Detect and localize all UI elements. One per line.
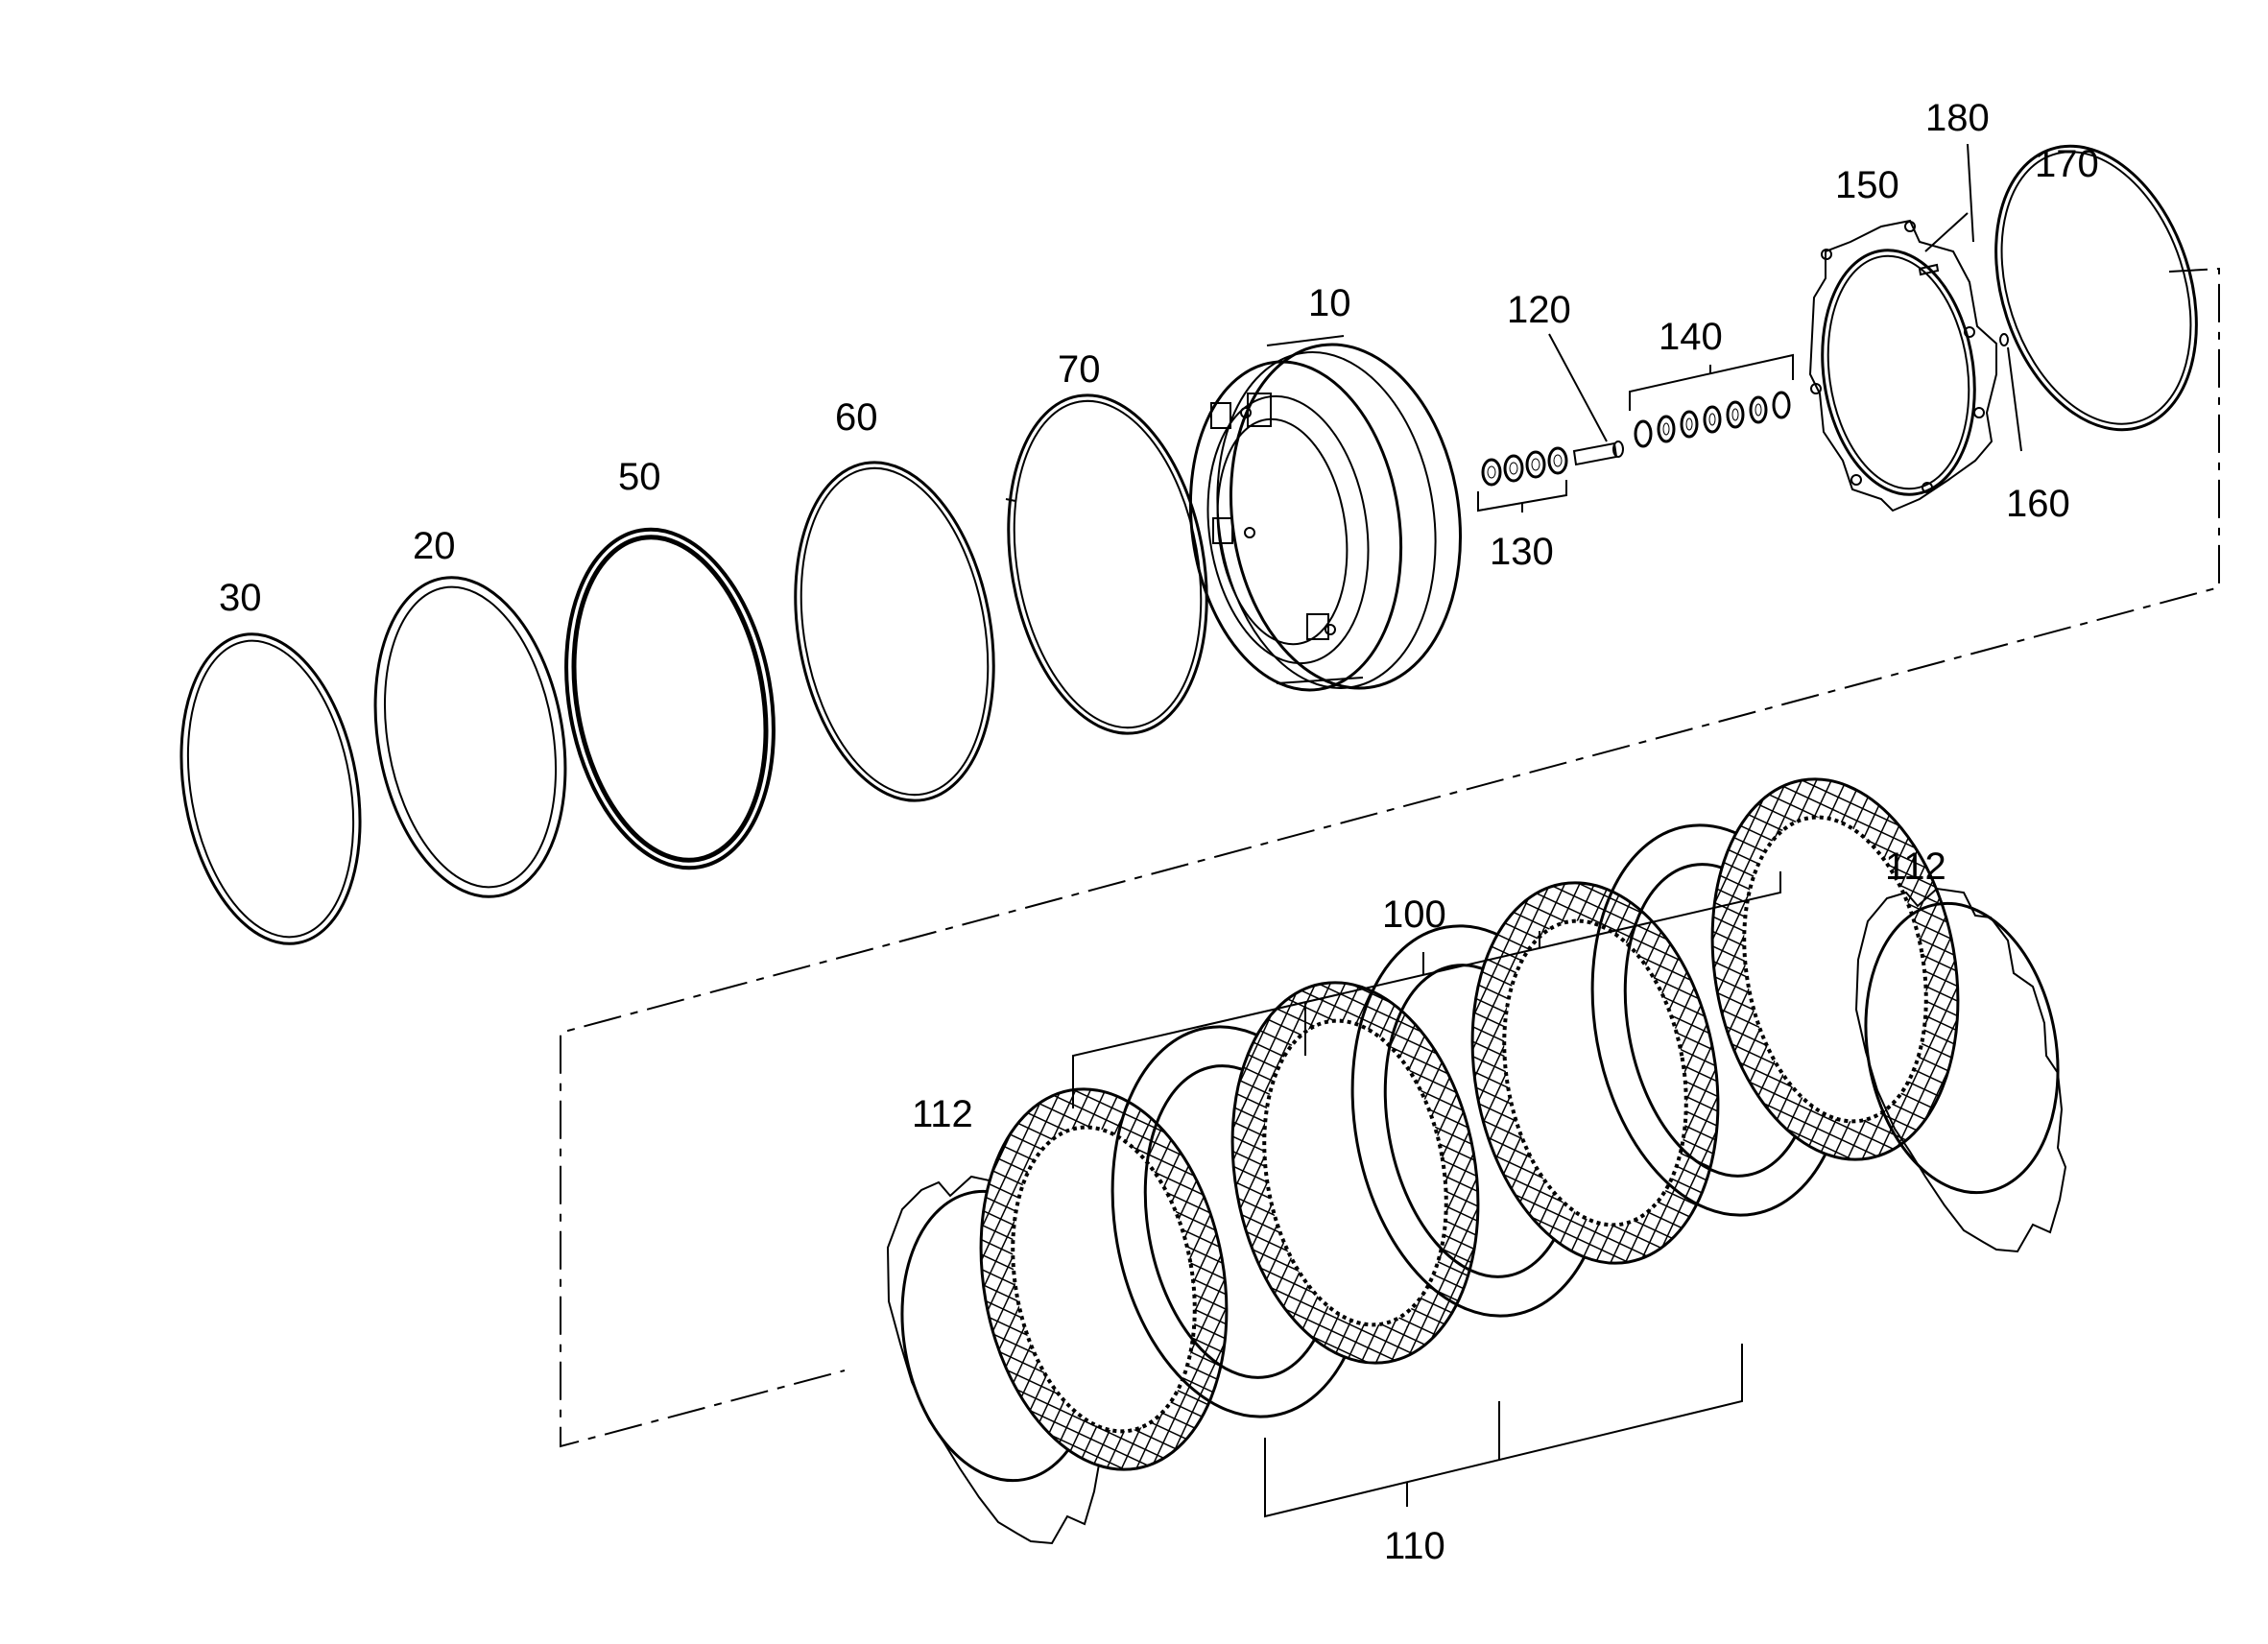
label-120: 120 xyxy=(1507,289,1571,331)
ring-20 xyxy=(373,576,567,898)
bracket-100 xyxy=(1072,871,1781,1108)
label-10: 10 xyxy=(1308,282,1351,324)
label-30: 30 xyxy=(219,577,262,619)
label-130: 130 xyxy=(1490,531,1554,573)
label-150: 150 xyxy=(1835,164,1899,206)
pin-120 xyxy=(1572,441,1624,466)
friction-disc-1 xyxy=(979,1087,1229,1471)
ring-60 xyxy=(794,461,995,802)
label-60: 60 xyxy=(835,396,878,439)
label-170: 170 xyxy=(2035,143,2099,185)
label-20: 20 xyxy=(413,525,456,567)
ring-30 xyxy=(179,632,362,945)
label-70: 70 xyxy=(1058,348,1101,391)
label-110: 110 xyxy=(1384,1525,1445,1567)
washers-140 xyxy=(1634,391,1791,448)
assembly-outline xyxy=(560,267,2220,1448)
pin-180 xyxy=(1918,263,1940,276)
label-100: 100 xyxy=(1382,893,1446,936)
label-180: 180 xyxy=(1925,97,1990,139)
label-112-right: 112 xyxy=(1885,846,1946,888)
bracket-130 xyxy=(1477,480,1567,512)
label-112-left: 112 xyxy=(912,1093,973,1135)
label-140: 140 xyxy=(1659,316,1723,358)
ring-70 xyxy=(1005,393,1208,735)
friction-disc-3 xyxy=(1470,881,1720,1265)
dowel-160 xyxy=(1999,333,2009,346)
friction-disc-4 xyxy=(1710,777,1960,1161)
snap-ring-170 xyxy=(1994,144,2198,432)
piston-housing-10 xyxy=(1188,335,1463,692)
bracket-110 xyxy=(1264,1344,1743,1518)
cover-plate-150 xyxy=(1808,219,1997,512)
bracket-140 xyxy=(1629,353,1794,411)
washers-130 xyxy=(1481,446,1568,487)
label-160: 160 xyxy=(2006,483,2070,525)
leader-lines xyxy=(1548,143,2022,452)
label-50: 50 xyxy=(618,456,661,498)
steel-plate-112-right xyxy=(1854,887,2067,1253)
ring-50 xyxy=(564,527,776,870)
friction-disc-2 xyxy=(1230,981,1480,1365)
